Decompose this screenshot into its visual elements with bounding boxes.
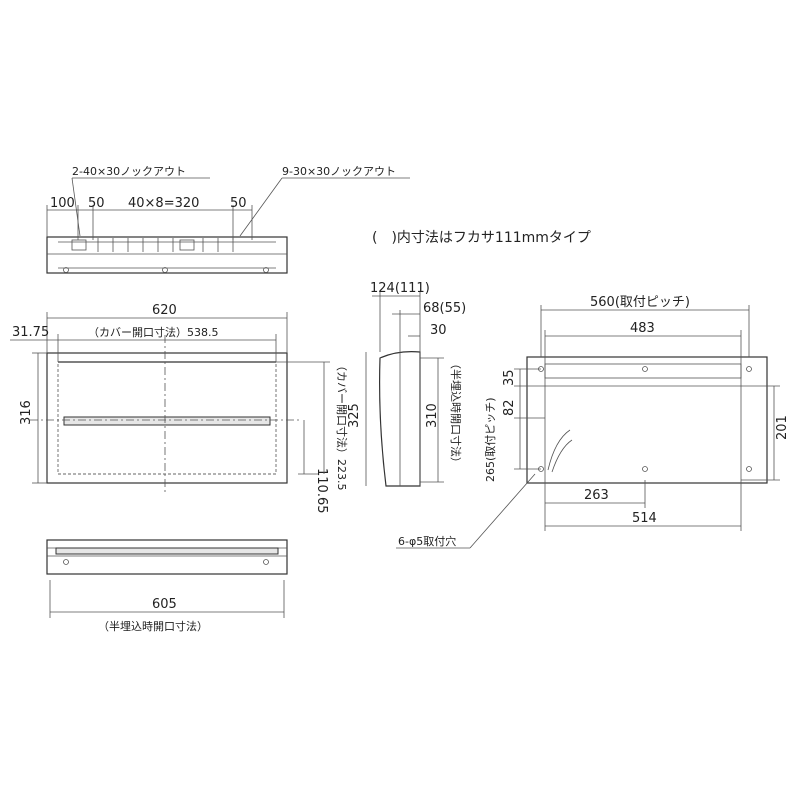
dim-35: 35 <box>502 369 517 386</box>
mounting-holes <box>538 366 752 472</box>
dim-50b: 50 <box>230 196 247 211</box>
dim-483: 483 <box>630 321 655 336</box>
dim-320: 40×8=320 <box>128 196 199 211</box>
dim-100: 100 <box>50 196 75 211</box>
knockout-small-label: 9-30×30ノックアウト <box>282 165 396 178</box>
bottom-view: 605 （半埋込時開口寸法） <box>46 539 288 633</box>
dim-82: 82 <box>502 399 517 416</box>
depth-note: ( )内寸法はフカサ111mmタイプ <box>372 230 591 246</box>
dim-560: 560(取付ピッチ) <box>590 295 690 310</box>
dim-3175: 31.75 <box>12 325 49 340</box>
dim-310: 310 <box>425 403 440 428</box>
side-opening-label: （半埋込時開口寸法） <box>449 358 463 468</box>
bottom-opening-label: （半埋込時開口寸法） <box>98 619 208 633</box>
dim-11065: 110.65 <box>314 468 329 514</box>
dim-50a: 50 <box>88 196 105 211</box>
dim-620: 620 <box>152 303 177 318</box>
holes-label: 6-φ5取付穴 <box>398 534 456 548</box>
side-view: 124(111) 68(55) 30 325 310 （半埋込時開口寸法） <box>347 281 466 487</box>
dim-263: 263 <box>584 488 609 503</box>
dim-68: 68(55) <box>423 301 466 316</box>
dim-265: 265(取付ピッチ) <box>484 397 497 482</box>
dim-30: 30 <box>430 323 447 338</box>
front-view: 620 31.75 （カバー開口寸法）538.5 316 110.65 （カバー… <box>10 303 349 514</box>
dim-124: 124(111) <box>370 281 430 296</box>
dim-cover-opening: （カバー開口寸法）538.5 <box>88 325 219 339</box>
dim-605: 605 <box>152 597 177 612</box>
rear-view: 560(取付ピッチ) 483 35 82 265(取付ピッチ) 201 263 … <box>396 295 790 549</box>
dim-325: 325 <box>347 403 362 428</box>
knockout-marks <box>71 238 234 252</box>
knockout-large-label: 2-40×30ノックアウト <box>72 165 186 178</box>
top-view: 100 50 40×8=320 50 2-40×30ノックアウト 9-30×30… <box>46 165 410 274</box>
dim-316: 316 <box>19 400 34 425</box>
dim-201: 201 <box>775 415 790 440</box>
dim-514: 514 <box>632 511 657 526</box>
dim-cover-opening-v: （カバー開口寸法）223.5 <box>335 360 349 491</box>
